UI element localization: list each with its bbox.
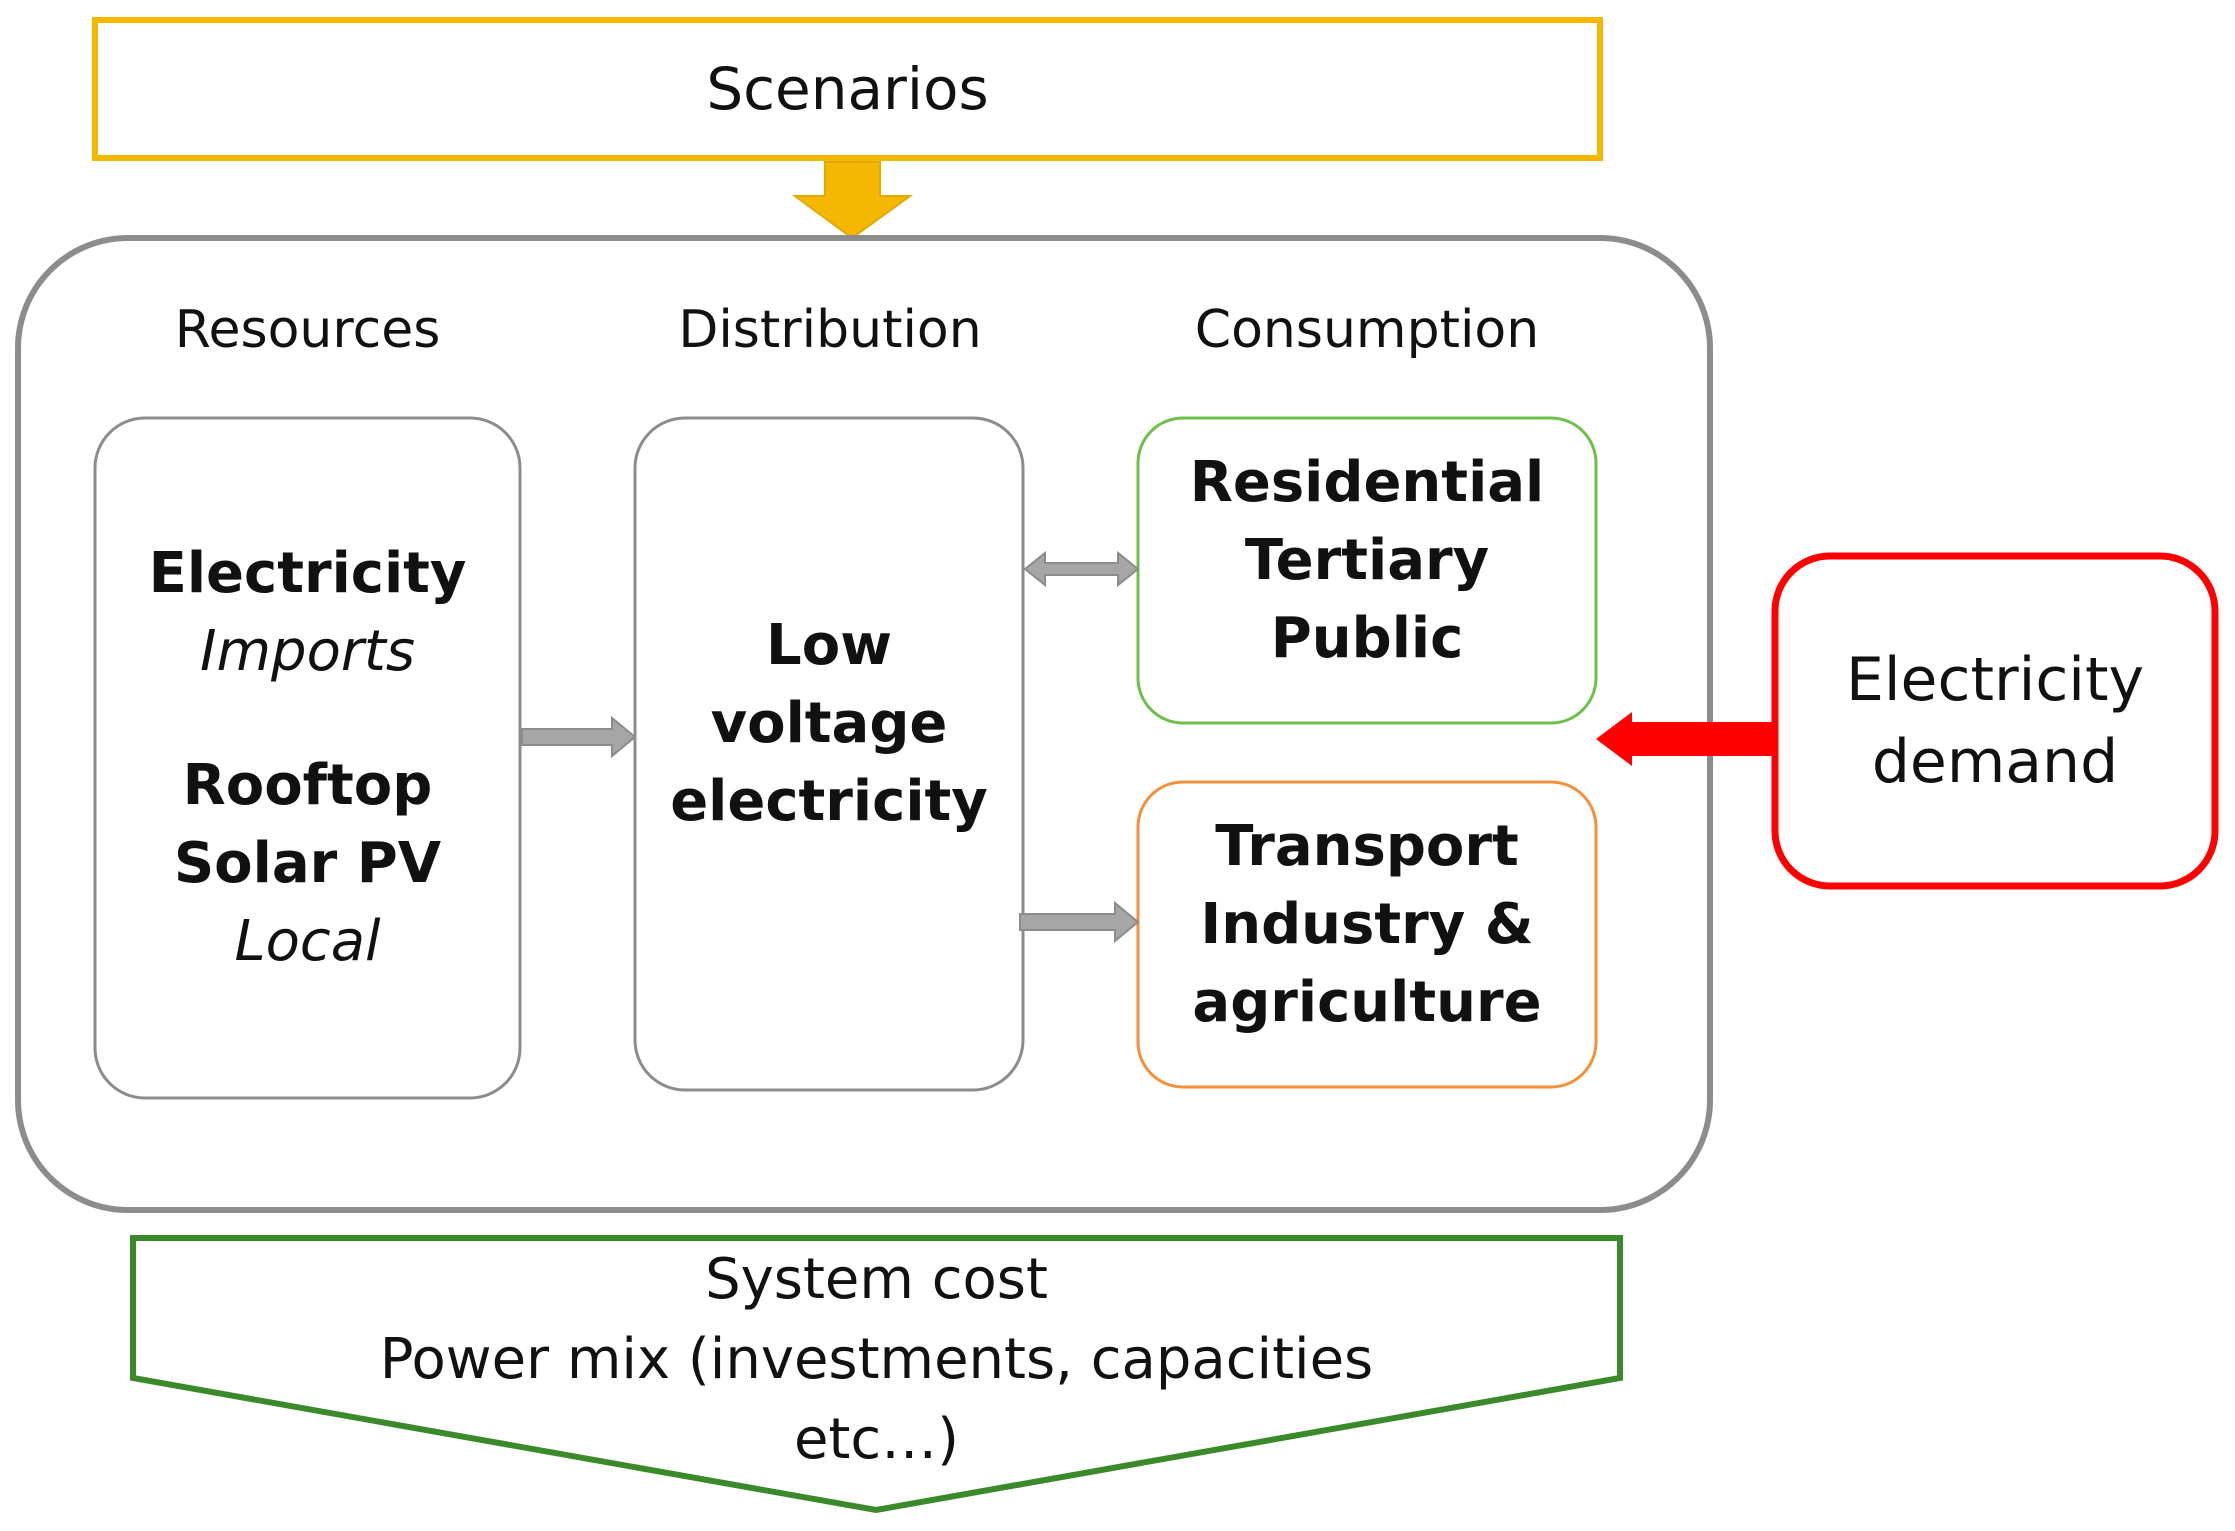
scenarios-label: Scenarios [706,55,989,123]
resources-electricity: Electricity [148,541,467,606]
distribution-box-frame [633,416,1025,1092]
consumption-bottom-box: Transport Industry & agriculture [1138,782,1596,1087]
demand-box: Electricity demand [1775,556,2215,886]
consumption-tertiary: Tertiary [1244,527,1490,593]
resources-solar-pv: Solar PV [173,831,442,896]
demand-box-frame [1771,552,2219,890]
scenarios-box [92,17,1603,161]
consumption-top-frame [1136,416,1598,725]
demand-arrow [1596,712,1775,766]
consumption-public: Public [1270,605,1464,671]
resources-local: Local [234,909,381,974]
consumption-industry: Industry & [1200,891,1534,957]
resources-rooftop: Rooftop [182,753,433,818]
resources-box-frame [93,416,522,1100]
distribution-box: Low voltage electricity [635,418,1023,1090]
output-etc: etc…) [793,1407,960,1472]
double-arrow-distribution-residential [1023,550,1140,588]
scenarios-arrow [791,161,914,240]
resources-box: Electricity Imports Rooftop Solar PV Loc… [95,418,520,1098]
distribution-voltage: voltage [710,691,948,756]
output-system-cost: System cost [705,1247,1048,1312]
column-consumption: Consumption [1194,300,1540,360]
output-shape [130,1235,1623,1514]
column-resources: Resources [174,300,441,360]
demand-demand: demand [1871,727,2119,797]
demand-electricity: Electricity [1845,645,2145,715]
distribution-electricity: electricity [670,769,988,834]
distribution-low: Low [766,613,892,678]
output-power-mix: Power mix (investments, capacities [379,1327,1374,1392]
resources-imports: Imports [199,619,416,684]
consumption-top-box: Residential Tertiary Public [1138,418,1596,723]
column-distribution: Distribution [678,300,982,360]
consumption-transport: Transport [1215,813,1519,879]
consumption-agriculture: agriculture [1192,969,1542,1035]
arrow-resources-to-distribution [521,715,637,759]
output-box: System cost Power mix (investments, capa… [133,1240,1620,1480]
consumption-residential: Residential [1189,449,1545,515]
arrow-distribution-to-transport [1019,900,1140,944]
consumption-bottom-frame [1136,780,1598,1089]
